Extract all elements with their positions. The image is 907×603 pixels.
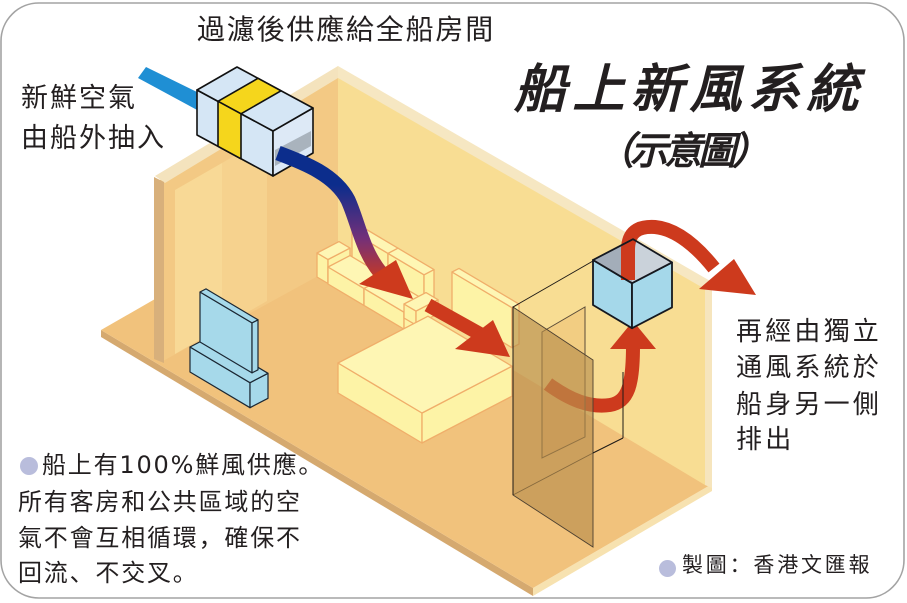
filter-supply-label: 過濾後供應給全船房間	[197, 13, 496, 46]
page-subtitle: （示意圖）	[596, 129, 770, 173]
tv-screen-right-face	[251, 319, 259, 374]
bullet-icon	[20, 457, 38, 475]
filter-band-front	[217, 100, 242, 160]
floor-slab-right-edge	[533, 484, 712, 596]
arrowhead-icon	[359, 260, 413, 299]
sofa-back-cushion-top-face	[387, 247, 435, 276]
tv-screen-top-face	[199, 288, 259, 324]
exhaust-box-rim	[592, 238, 673, 285]
sofa-right-arm-top-face	[403, 291, 439, 312]
partition-bottom-edge	[592, 437, 624, 454]
note-line: 所有客房和公共區域的空	[18, 488, 302, 516]
fresh-air-duct	[138, 67, 199, 111]
tv-screen	[199, 288, 259, 374]
arrowhead-icon	[455, 320, 510, 357]
bullet-icon	[659, 560, 676, 577]
exhaust-label-line: 船身另一側	[736, 390, 883, 420]
exhaust-label-line: 再經由獨立	[736, 317, 883, 347]
airflow-arrow-shaft	[424, 298, 484, 341]
sofa-left-arm-top-face	[316, 240, 351, 261]
exhaust-label-line: 通風系統於	[736, 353, 883, 383]
intake-label-line: 新鮮空氣	[21, 83, 137, 114]
floor-slab-left-edge	[101, 330, 533, 596]
supply-airflow-arrow	[275, 145, 413, 299]
note-line: 氣不會互相循環，確保不	[18, 524, 302, 552]
right-wall-edge	[705, 283, 712, 488]
exhaust-label-line: 排出	[736, 425, 795, 455]
intake-label-line: 由船外抽入	[21, 123, 166, 154]
arrowhead-icon	[610, 321, 656, 349]
airflow-arrow-into-room	[424, 298, 510, 357]
left-wall-edge	[154, 177, 164, 363]
credit-label: 製圖：香港文匯報	[682, 553, 873, 577]
note-line: 回流、不交叉。	[18, 559, 199, 587]
filter-unit	[196, 66, 314, 177]
fresh-air-intake	[138, 67, 199, 111]
right-back-wall	[338, 72, 705, 485]
left-wall-panel	[222, 137, 267, 327]
arrowhead-icon	[699, 259, 756, 295]
partition-top-edge	[512, 260, 594, 308]
note-line: 船上有100%鮮風供應。	[42, 451, 325, 479]
exhaust-box-opening-light	[632, 239, 672, 284]
page-title: 船上新風系統	[514, 60, 866, 120]
bathroom-partition	[512, 260, 624, 548]
exhaust-unit	[592, 219, 756, 330]
supply-duct-arrow-shaft	[275, 145, 387, 277]
right-wall-top-cap	[338, 66, 712, 289]
